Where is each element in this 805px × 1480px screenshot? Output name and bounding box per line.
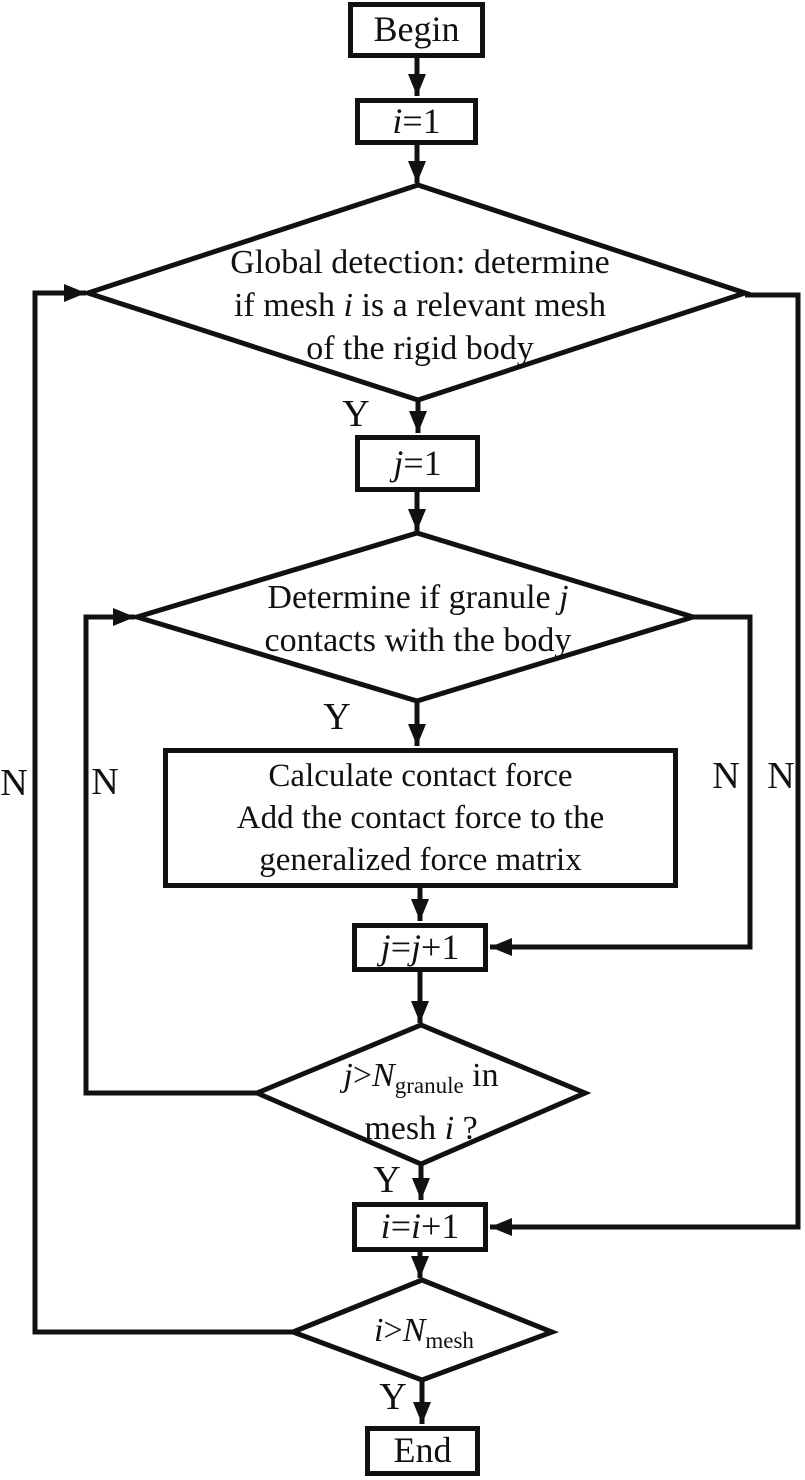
inc-i-node: i=i+1	[352, 1202, 488, 1252]
begin-label: Begin	[373, 9, 460, 50]
inc-i-label: i=i+1	[380, 1206, 460, 1247]
edge-granule-check-no-to-contact	[83, 608, 257, 1096]
decision-mesh-loop-label: i>Nmesh	[374, 1312, 474, 1353]
init-j-label: j=1	[393, 442, 442, 483]
calc-force-node: Calculate contact force Add the contact …	[163, 748, 678, 888]
decision-granule-loop-label: j>Ngranule in mesh i ?	[343, 1057, 499, 1147]
decision-mesh-loop-shape	[286, 1277, 559, 1383]
calc-force-label: Calculate contact force Add the contact …	[236, 758, 605, 878]
init-i-label: i=1	[392, 100, 441, 141]
no-label-global: N	[767, 755, 795, 797]
init-i-node: i=1	[355, 98, 478, 145]
end-node: End	[365, 1426, 480, 1476]
no-label-mesh-check: N	[0, 762, 28, 804]
yes-label-mesh-check: Y	[379, 1376, 407, 1418]
no-label-contact: N	[712, 755, 740, 797]
decision-granule-loop-shape	[250, 1022, 592, 1167]
edge-global-no-to-inc-i	[490, 292, 801, 1236]
edge-contact-no-to-inc-j	[490, 614, 753, 956]
init-j-node: j=1	[355, 435, 480, 492]
decision-global-detection-label: Global detection: determine if mesh i is…	[230, 244, 610, 367]
yes-label-granule-check: Y	[373, 1159, 401, 1201]
inc-j-node: j=j+1	[352, 923, 488, 972]
inc-j-label: j=j+1	[380, 926, 460, 967]
begin-node: Begin	[348, 2, 485, 58]
no-label-granule-check: N	[91, 761, 119, 803]
decision-global-detection-shape	[79, 182, 754, 403]
yes-label-global: Y	[342, 393, 370, 435]
end-label: End	[393, 1430, 452, 1471]
decision-granule-contact-label: Determine if granule j contacts with the…	[264, 579, 572, 659]
edge-mesh-check-no-to-global	[32, 284, 293, 1335]
yes-label-contact: Y	[323, 696, 351, 738]
decision-granule-contact-shape	[128, 530, 702, 704]
